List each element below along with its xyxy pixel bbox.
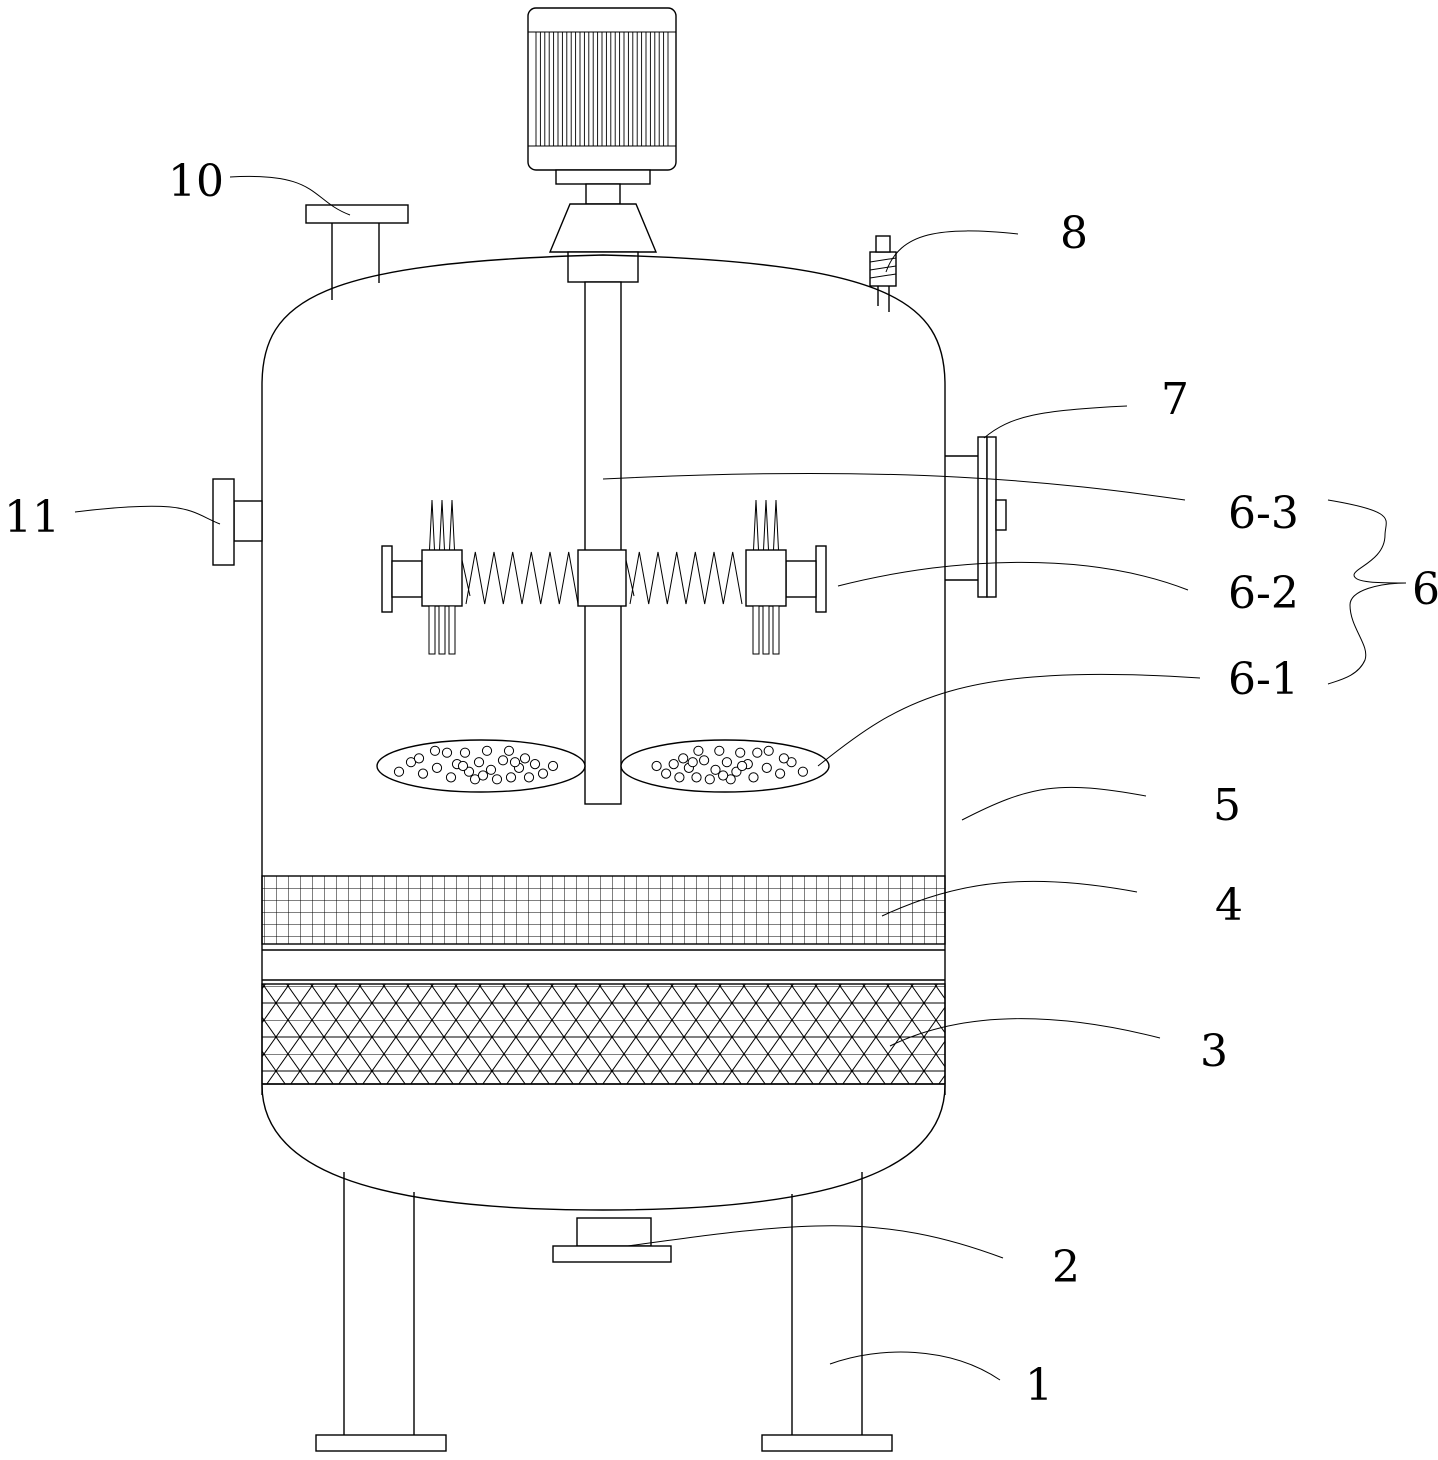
motor bbox=[527, 7, 677, 283]
part-labels: 10 8 7 11 6-3 6-2 6 6-1 5 4 3 2 1 bbox=[4, 156, 1438, 1411]
label-10: 10 bbox=[168, 156, 224, 207]
label-1: 1 bbox=[1025, 1360, 1053, 1411]
label-3: 3 bbox=[1200, 1026, 1228, 1077]
brush-right bbox=[752, 499, 780, 655]
label-11: 11 bbox=[4, 492, 60, 543]
label-6-1: 6-1 bbox=[1228, 654, 1299, 705]
side-port-left bbox=[212, 478, 263, 566]
feed-inlet bbox=[305, 204, 409, 300]
stirring-arm-assembly bbox=[381, 499, 827, 655]
label-6: 6 bbox=[1412, 564, 1438, 615]
exhaust-valve bbox=[869, 235, 897, 312]
tank-bottom-head bbox=[261, 1084, 946, 1211]
bottom-outlet bbox=[552, 1217, 672, 1263]
label-8: 8 bbox=[1060, 208, 1088, 259]
motor-cooling-fins bbox=[528, 31, 676, 147]
tank-body bbox=[261, 254, 946, 1211]
motor-reducer bbox=[548, 203, 658, 253]
label-7: 7 bbox=[1161, 374, 1189, 425]
brush-left bbox=[428, 499, 456, 655]
support-legs bbox=[315, 1172, 893, 1452]
side-port-right bbox=[945, 436, 1007, 598]
perforated-paddles bbox=[376, 739, 830, 793]
label-4: 4 bbox=[1215, 880, 1243, 931]
label-5: 5 bbox=[1213, 780, 1241, 831]
stirring-shaft bbox=[584, 281, 622, 805]
leader-lines bbox=[74, 175, 1407, 1381]
label-6-3: 6-3 bbox=[1228, 488, 1299, 539]
label-2: 2 bbox=[1052, 1242, 1080, 1293]
tank-top-head bbox=[261, 254, 946, 386]
filter-layer-mesh bbox=[261, 983, 946, 1085]
label-6-2: 6-2 bbox=[1228, 568, 1299, 619]
filter-layer-grid bbox=[261, 875, 946, 945]
